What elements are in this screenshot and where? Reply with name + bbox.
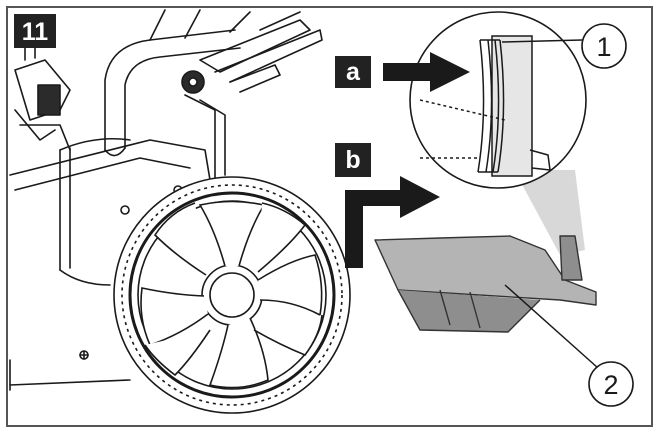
deflector-part xyxy=(374,235,599,369)
figure-number-badge xyxy=(14,14,56,48)
step-b-badge xyxy=(335,143,371,177)
handle-tube xyxy=(104,29,236,151)
callout-1-number: 1 xyxy=(596,32,611,62)
deflector-front xyxy=(397,289,541,333)
wheel-spokes xyxy=(140,200,323,389)
step-a-label: a xyxy=(346,58,361,86)
callout-2-circle xyxy=(588,361,634,407)
deflector-clip xyxy=(559,235,583,281)
figure-number: 11 xyxy=(22,18,49,46)
chassis-panel-line xyxy=(14,157,191,191)
arrow-b xyxy=(345,176,440,268)
wheel xyxy=(113,176,351,414)
detail-bracket xyxy=(419,35,551,177)
arrow-a xyxy=(383,52,470,92)
callout-2-number: 2 xyxy=(603,370,618,400)
callout-2-leader xyxy=(504,284,599,369)
deflector-top xyxy=(374,235,597,306)
lever-grip xyxy=(37,84,61,116)
detail-projection-cone xyxy=(455,60,585,255)
detail-view xyxy=(409,11,587,255)
step-b-label: b xyxy=(345,146,360,174)
callout-1-circle xyxy=(581,23,627,69)
chassis-bottom-edge xyxy=(9,379,131,386)
callout-1-leader xyxy=(501,39,583,43)
step-arrows xyxy=(345,52,470,268)
step-a-badge xyxy=(335,56,371,88)
